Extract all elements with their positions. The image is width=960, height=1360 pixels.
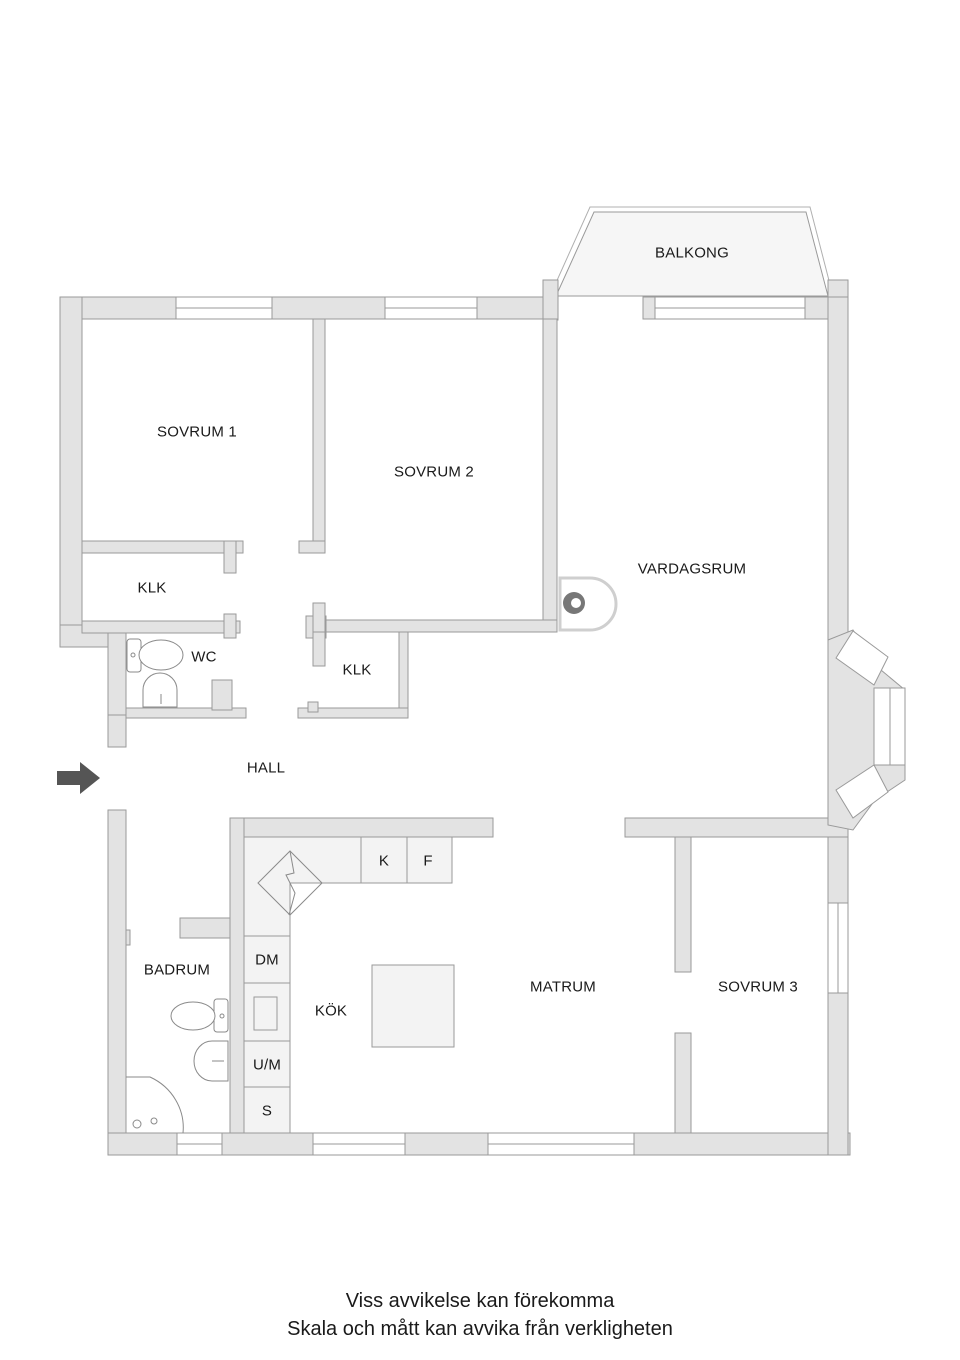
room-label-kok: KÖK bbox=[314, 1002, 348, 1020]
room-label-hall: HALL bbox=[246, 759, 286, 777]
balcony bbox=[549, 206, 834, 297]
appliance-label-um: U/M bbox=[252, 1056, 282, 1074]
fireplace-icon bbox=[558, 576, 618, 632]
wc-fixtures bbox=[126, 638, 184, 708]
appliance-label-s: S bbox=[261, 1102, 273, 1120]
room-label-vardagsrum: VARDAGSRUM bbox=[637, 560, 747, 578]
windows bbox=[175, 296, 849, 1156]
appliance-label-f: F bbox=[423, 852, 433, 870]
room-label-sovrum2: SOVRUM 2 bbox=[394, 463, 474, 481]
room-label-wc: WC bbox=[191, 648, 217, 666]
room-label-matrum: MATRUM bbox=[530, 978, 596, 996]
bathroom-fixtures bbox=[126, 998, 229, 1134]
room-label-klk1: KLK bbox=[137, 579, 167, 597]
bay-window bbox=[827, 629, 906, 831]
room-label-sovrum1: SOVRUM 1 bbox=[157, 423, 237, 441]
stove-icon bbox=[257, 850, 323, 916]
disclaimer-line-2: Skala och mått kan avvika från verklighe… bbox=[287, 1318, 673, 1340]
disclaimer-line-1: Viss avvikelse kan förekomma bbox=[345, 1290, 615, 1312]
appliance-label-dm: DM bbox=[255, 951, 279, 969]
kitchen-island bbox=[371, 964, 455, 1048]
arrow-right-icon bbox=[57, 762, 100, 794]
kitchen-counters bbox=[243, 836, 453, 1134]
appliance-label-k: K bbox=[378, 852, 390, 870]
room-label-klk2: KLK bbox=[342, 661, 372, 679]
room-label-sovrum3: SOVRUM 3 bbox=[718, 978, 798, 996]
room-label-balkong: BALKONG bbox=[655, 244, 729, 262]
room-label-badrum: BADRUM bbox=[143, 961, 211, 979]
